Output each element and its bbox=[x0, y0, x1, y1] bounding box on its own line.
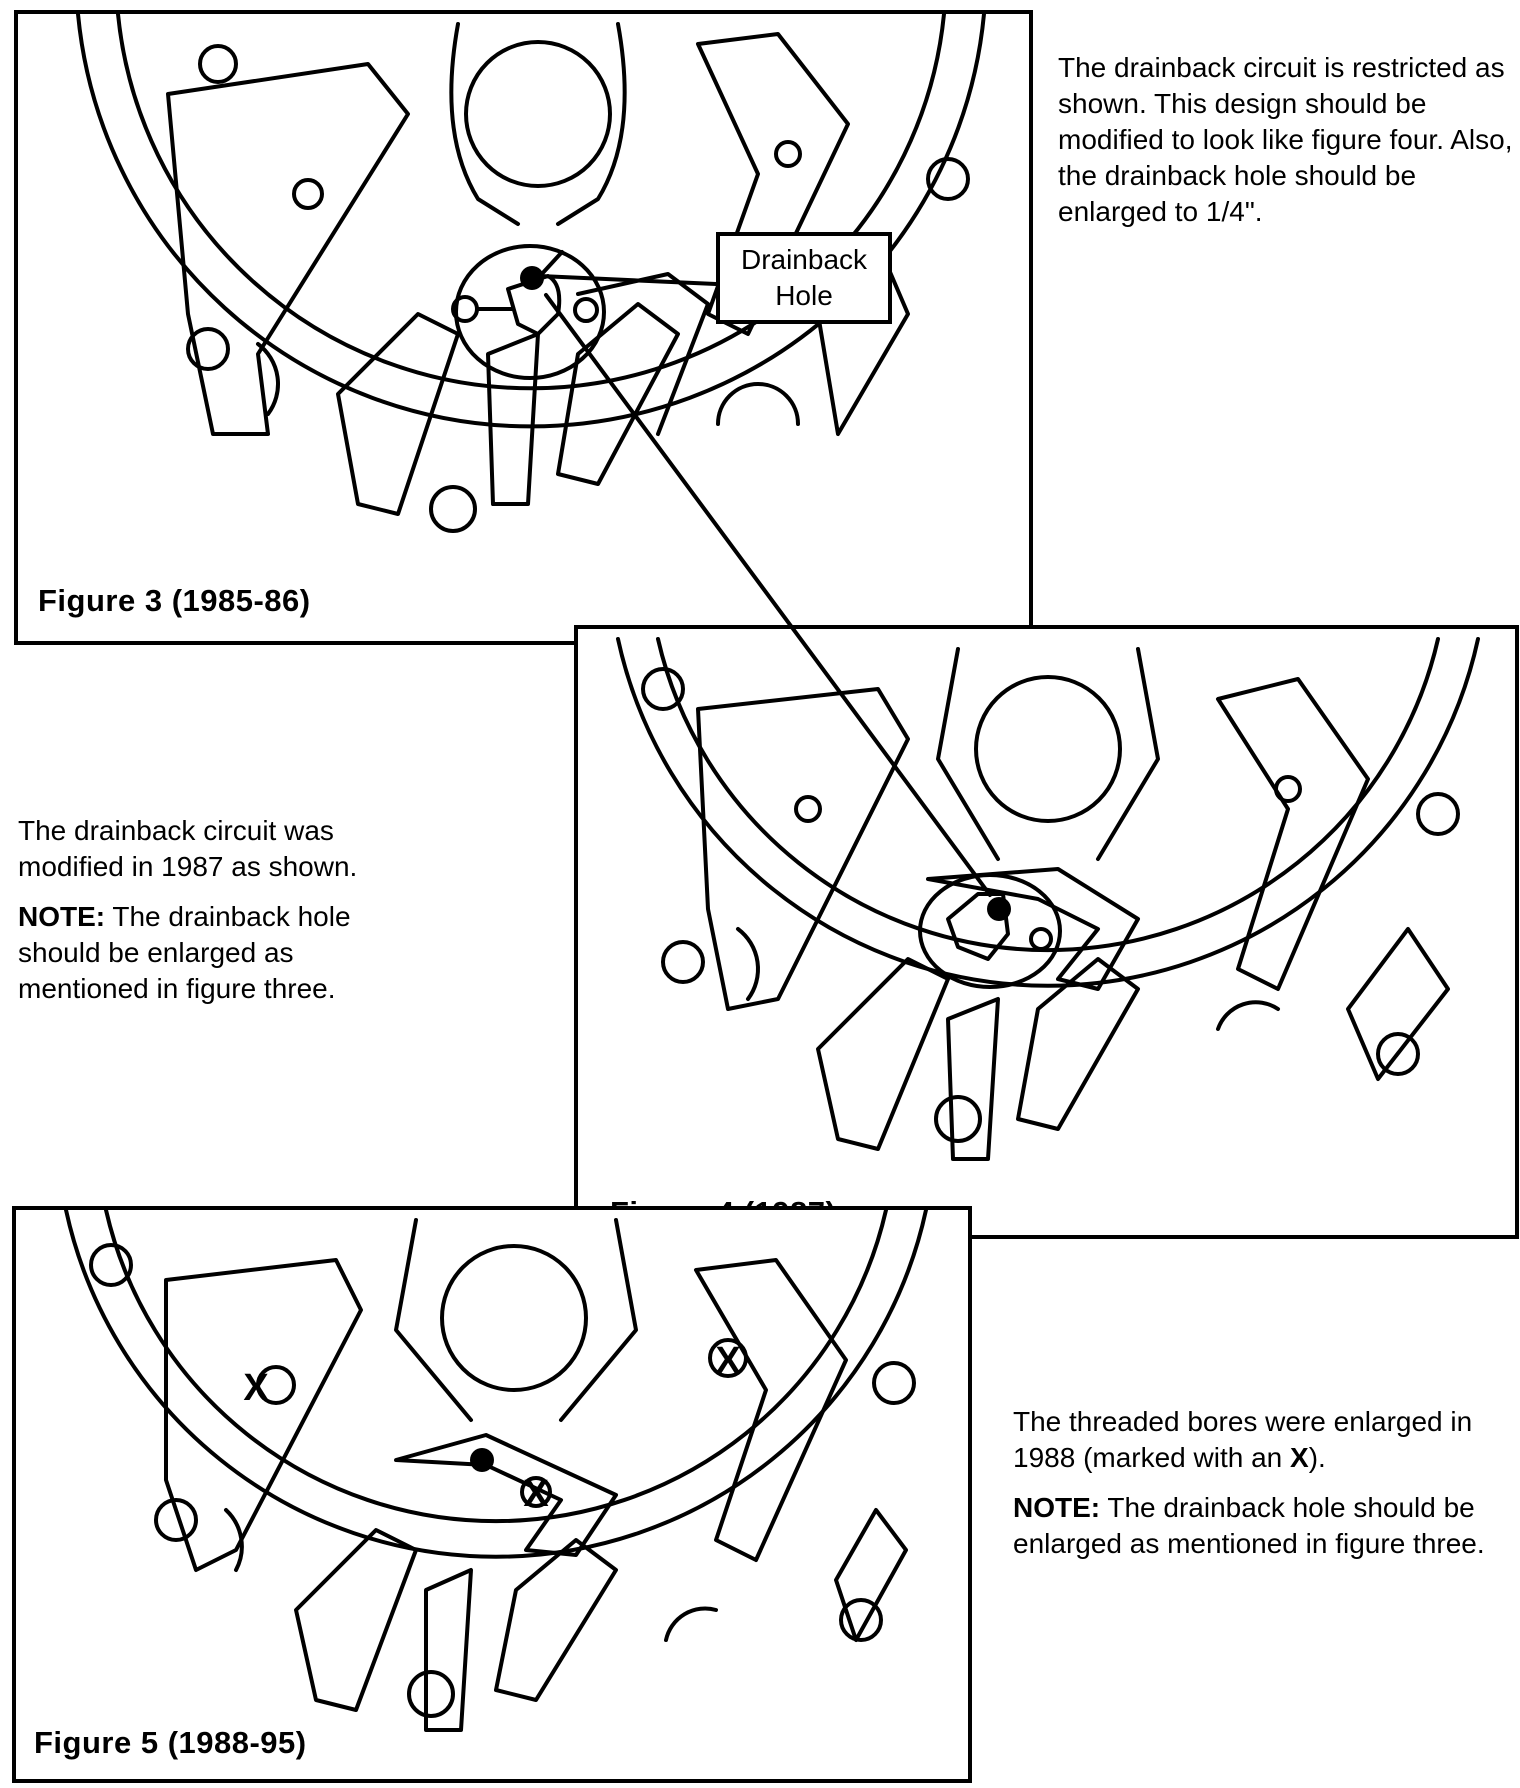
figure-3-caption: Figure 3 (1985-86) bbox=[38, 583, 311, 618]
note-label: NOTE: bbox=[18, 901, 106, 932]
note-x-mark: X bbox=[1290, 1442, 1309, 1473]
figure-4-note: The drainback circuit was modified in 19… bbox=[18, 813, 418, 1021]
x-marks: X X X bbox=[243, 1340, 741, 1515]
figure-4-panel: Figure 4 (1987) bbox=[574, 625, 1519, 1239]
figure-4-note-warning: NOTE: The drainback hole should be enlar… bbox=[18, 899, 418, 1007]
figure-5-drawing: X X X bbox=[64, 1210, 928, 1732]
callout-line-1: Drainback bbox=[740, 244, 868, 275]
note-text-after: ). bbox=[1308, 1442, 1326, 1473]
figure-4-drawing bbox=[616, 637, 1480, 1161]
x-mark-right: X bbox=[715, 1340, 741, 1382]
x-mark-left: X bbox=[243, 1367, 269, 1409]
drainback-hole-fig3 bbox=[520, 266, 544, 290]
figure-5-note-text: The threaded bores were enlarged in 1988… bbox=[1013, 1404, 1503, 1476]
note-text-before: The threaded bores were enlarged in 1988… bbox=[1013, 1406, 1473, 1473]
figure-5-note-warning: NOTE: The drainback hole should be enlar… bbox=[1013, 1490, 1503, 1562]
drainback-hole-callout: Drainback Hole bbox=[716, 232, 892, 324]
figure-5-caption: Figure 5 (1988-95) bbox=[34, 1725, 307, 1760]
note-body: The drainback hole should be enlarged as… bbox=[1013, 1492, 1485, 1559]
figure-3-note-text: The drainback circuit is restricted as s… bbox=[1058, 52, 1513, 227]
figure-3-drawing bbox=[76, 14, 986, 533]
figure-5-panel: X X X Figure 5 (1988-95) bbox=[12, 1206, 972, 1783]
drainback-hole-fig5 bbox=[470, 1448, 494, 1472]
note-label: NOTE: bbox=[1013, 1492, 1101, 1523]
figure-5-note: The threaded bores were enlarged in 1988… bbox=[1013, 1404, 1503, 1576]
figure-3-panel: Figure 3 (1985-86) bbox=[14, 10, 1033, 645]
callout-line-2: Hole bbox=[775, 280, 833, 311]
figure-4-note-text: The drainback circuit was modified in 19… bbox=[18, 815, 358, 882]
x-mark-center: X bbox=[523, 1473, 549, 1515]
note-body: The drainback hole should be enlarged as… bbox=[18, 901, 351, 1004]
figure-3-note: The drainback circuit is restricted as s… bbox=[1058, 50, 1513, 244]
drainback-hole-fig4 bbox=[987, 897, 1011, 921]
